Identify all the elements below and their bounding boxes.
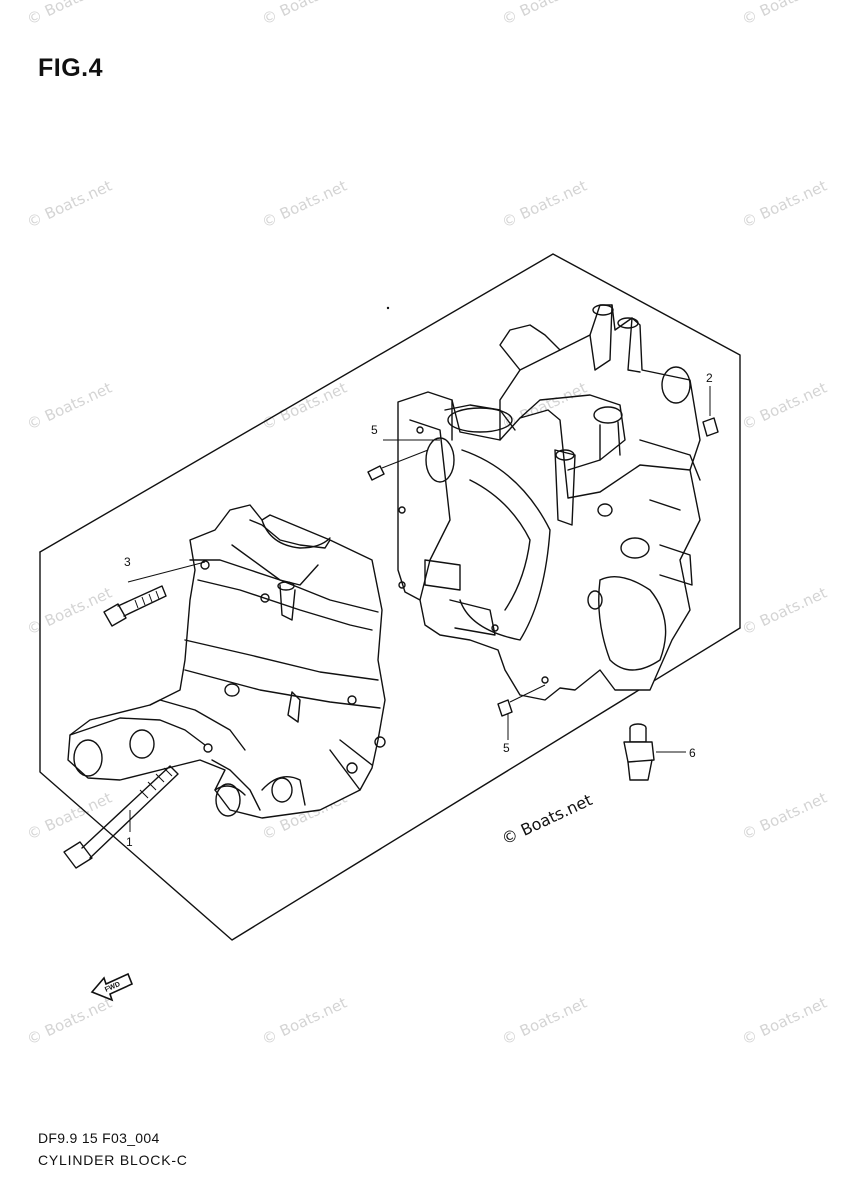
watermark: © Boats.net xyxy=(24,379,115,434)
watermark: © Boats.net xyxy=(739,379,830,434)
callout-label-3: 3 xyxy=(124,555,131,569)
watermark: © Boats.net xyxy=(739,994,830,1049)
watermark: © Boats.net xyxy=(739,584,830,639)
center-watermark: © Boats.net xyxy=(499,790,595,848)
cylinder-block xyxy=(397,304,701,701)
watermark: © Boats.net xyxy=(259,994,350,1049)
assembly-boundary-frame-lower xyxy=(39,551,741,941)
bolt-part-3 xyxy=(103,561,206,627)
callout-label-6: 6 xyxy=(689,746,696,760)
callout-label-2: 2 xyxy=(706,371,713,385)
watermark: © Boats.net xyxy=(499,994,590,1049)
callout-label-5: 5 xyxy=(371,423,378,437)
diagram-caption: CYLINDER BLOCK-C xyxy=(38,1152,188,1168)
fitting-part-6 xyxy=(623,723,686,781)
diagram-code: DF9.9 15 F03_004 xyxy=(38,1130,160,1146)
watermark: © Boats.net xyxy=(24,584,115,639)
watermark: © Boats.net xyxy=(24,0,115,29)
watermark: © Boats.net xyxy=(499,0,590,29)
forward-direction-arrow: FWD xyxy=(90,972,134,1002)
watermark: © Boats.net xyxy=(739,0,830,29)
watermark: © Boats.net xyxy=(259,0,350,29)
callout-label-5: 5 xyxy=(503,741,510,755)
assembly-boundary-frame xyxy=(39,253,741,629)
dowel-pin-part-5 xyxy=(367,439,440,481)
callout-label-1: 1 xyxy=(126,835,133,849)
watermark: © Boats.net xyxy=(259,379,350,434)
artifact-dot xyxy=(386,306,390,310)
watermark: © Boats.net xyxy=(739,177,830,232)
dowel-pin-part-5 xyxy=(497,684,546,740)
watermark: © Boats.net xyxy=(24,177,115,232)
bolt-part-1 xyxy=(63,765,179,869)
watermark: © Boats.net xyxy=(499,177,590,232)
crankcase-half xyxy=(67,504,386,819)
watermark: © Boats.net xyxy=(739,789,830,844)
watermark: © Boats.net xyxy=(259,177,350,232)
leader-line-3 xyxy=(127,561,206,583)
figure-title: FIG.4 xyxy=(38,54,104,82)
dowel-pin-part-2 xyxy=(702,386,719,437)
watermark: © Boats.net xyxy=(24,994,115,1049)
